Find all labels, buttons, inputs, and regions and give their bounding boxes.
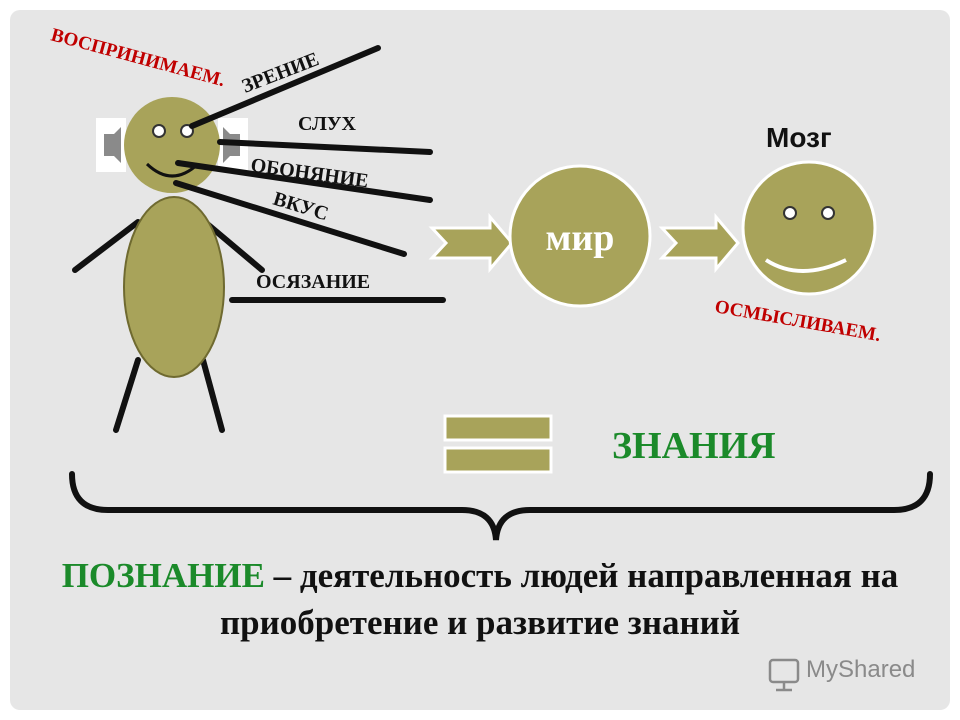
- smell-line: [175, 160, 433, 203]
- brain-face: [741, 160, 877, 296]
- smell-label: ОБОНЯНИЕ: [249, 154, 370, 192]
- taste-line: [173, 180, 407, 257]
- curly-brace: [69, 471, 933, 541]
- comprehend-label: ОСМЫСЛИВАЕМ.: [713, 296, 882, 346]
- equals-top-bar: [443, 414, 553, 442]
- speaker-left-icon: [96, 118, 126, 172]
- knowledge-label: ЗНАНИЯ: [612, 425, 776, 467]
- definition-text: ПОЗНАНИЕ – деятельность людей направленн…: [40, 552, 920, 646]
- touch-label: ОСЯЗАНИЕ: [256, 271, 370, 293]
- hearing-label: СЛУХ: [298, 113, 357, 135]
- definition-body: – деятельность людей направленная на при…: [219, 556, 899, 642]
- person-left-eye: [152, 124, 166, 138]
- arrow-to-brain-icon: [658, 212, 740, 274]
- right-leg: [200, 357, 225, 433]
- brain-label: Мозг: [766, 122, 832, 153]
- equals-bottom-bar: [443, 446, 553, 474]
- brain-left-eye: [783, 206, 797, 220]
- brain-right-eye: [821, 206, 835, 220]
- left-leg: [113, 357, 141, 433]
- right-arm: [202, 219, 265, 273]
- person-body: [123, 196, 225, 378]
- person-figure: [72, 219, 265, 433]
- watermark-icon: [768, 658, 800, 692]
- person-head: [124, 97, 220, 193]
- world-label: мир: [546, 217, 615, 259]
- watermark-text: MyShared: [806, 656, 916, 683]
- left-arm: [72, 219, 141, 273]
- hearing-line: [217, 139, 433, 155]
- sight-line: [189, 45, 381, 129]
- perceive-label: ВОСПРИНИМАЕМ.: [49, 25, 227, 92]
- definition-term: ПОЗНАНИЕ: [61, 556, 265, 595]
- arrow-to-world-icon: [428, 212, 514, 274]
- brain-smile: [764, 258, 847, 273]
- world-circle: [508, 164, 652, 308]
